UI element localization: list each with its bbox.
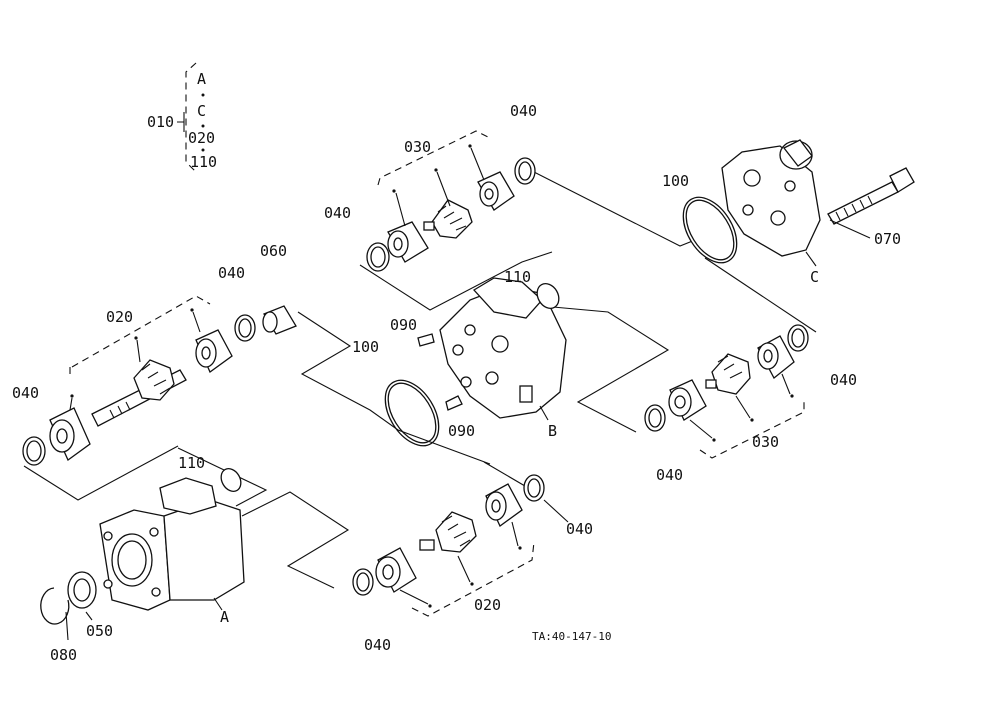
cover-assembly-c: [682, 139, 915, 333]
callout-b: B: [548, 422, 557, 440]
bom-item-110: 110: [190, 153, 217, 171]
callout-040-low-right: 040: [566, 520, 593, 538]
callout-040-low: 040: [364, 636, 391, 654]
bom-item-a: A: [197, 70, 206, 88]
gear-set-left: [22, 295, 491, 501]
callout-060: 060: [260, 242, 287, 260]
callout-040-right-a: 040: [830, 371, 857, 389]
callout-090-a: 090: [390, 316, 417, 334]
callout-080: 080: [50, 646, 77, 664]
callout-040-top-left: 040: [324, 204, 351, 222]
callout-070: 070: [874, 230, 901, 248]
bom-item-020: 020: [188, 129, 215, 147]
callout-040-top: 040: [510, 102, 537, 120]
callout-a: A: [220, 608, 229, 626]
callout-040-right-b: 040: [656, 466, 683, 484]
callout-050: 050: [86, 622, 113, 640]
bom-legend: 010 A C 020 110: [147, 62, 217, 173]
housing-a: [40, 447, 350, 641]
callout-110-low: 110: [178, 454, 205, 472]
callout-020-left: 020: [106, 308, 133, 326]
callout-110-mid: 110: [504, 268, 531, 286]
housing-b: [384, 277, 670, 447]
bom-assembly-number: 010: [147, 113, 174, 131]
gear-set-right: [644, 324, 809, 459]
bom-item-c: C: [197, 102, 206, 120]
callout-040-left: 040: [12, 384, 39, 402]
callout-020-low: 020: [474, 596, 501, 614]
callout-030-top: 030: [404, 138, 431, 156]
callout-030-right: 030: [752, 433, 779, 451]
callouts: 040 030 040 100 070 C 110 090 090 B 100 …: [12, 102, 901, 664]
drawing-code: TA:40-147-10: [532, 630, 611, 643]
callout-100-top: 100: [662, 172, 689, 190]
gear-set-top: [359, 130, 706, 311]
gear-set-lower: [352, 461, 569, 617]
callout-c: C: [810, 268, 819, 286]
callout-100-mid: 100: [352, 338, 379, 356]
callout-040-left-mid: 040: [218, 264, 245, 282]
callout-090-b: 090: [448, 422, 475, 440]
